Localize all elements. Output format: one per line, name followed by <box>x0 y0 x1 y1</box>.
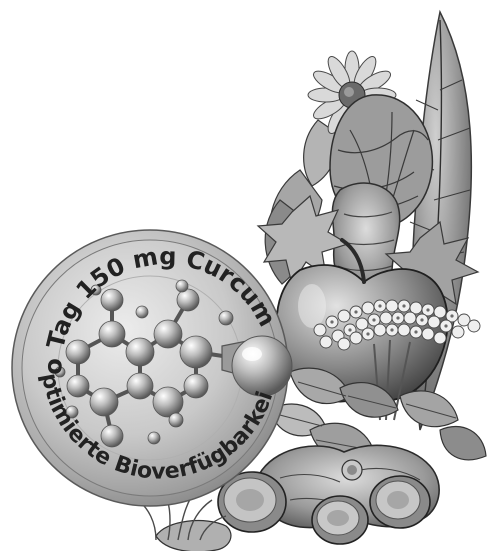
plant-bouquet-illustration <box>137 9 487 553</box>
turmeric-slices <box>155 471 431 553</box>
molecule-icon <box>54 279 293 448</box>
dosage-badge: pro Tag 150 mg Curcumin optimierte Biove… <box>0 0 293 507</box>
yarrow-flowers <box>313 299 481 421</box>
